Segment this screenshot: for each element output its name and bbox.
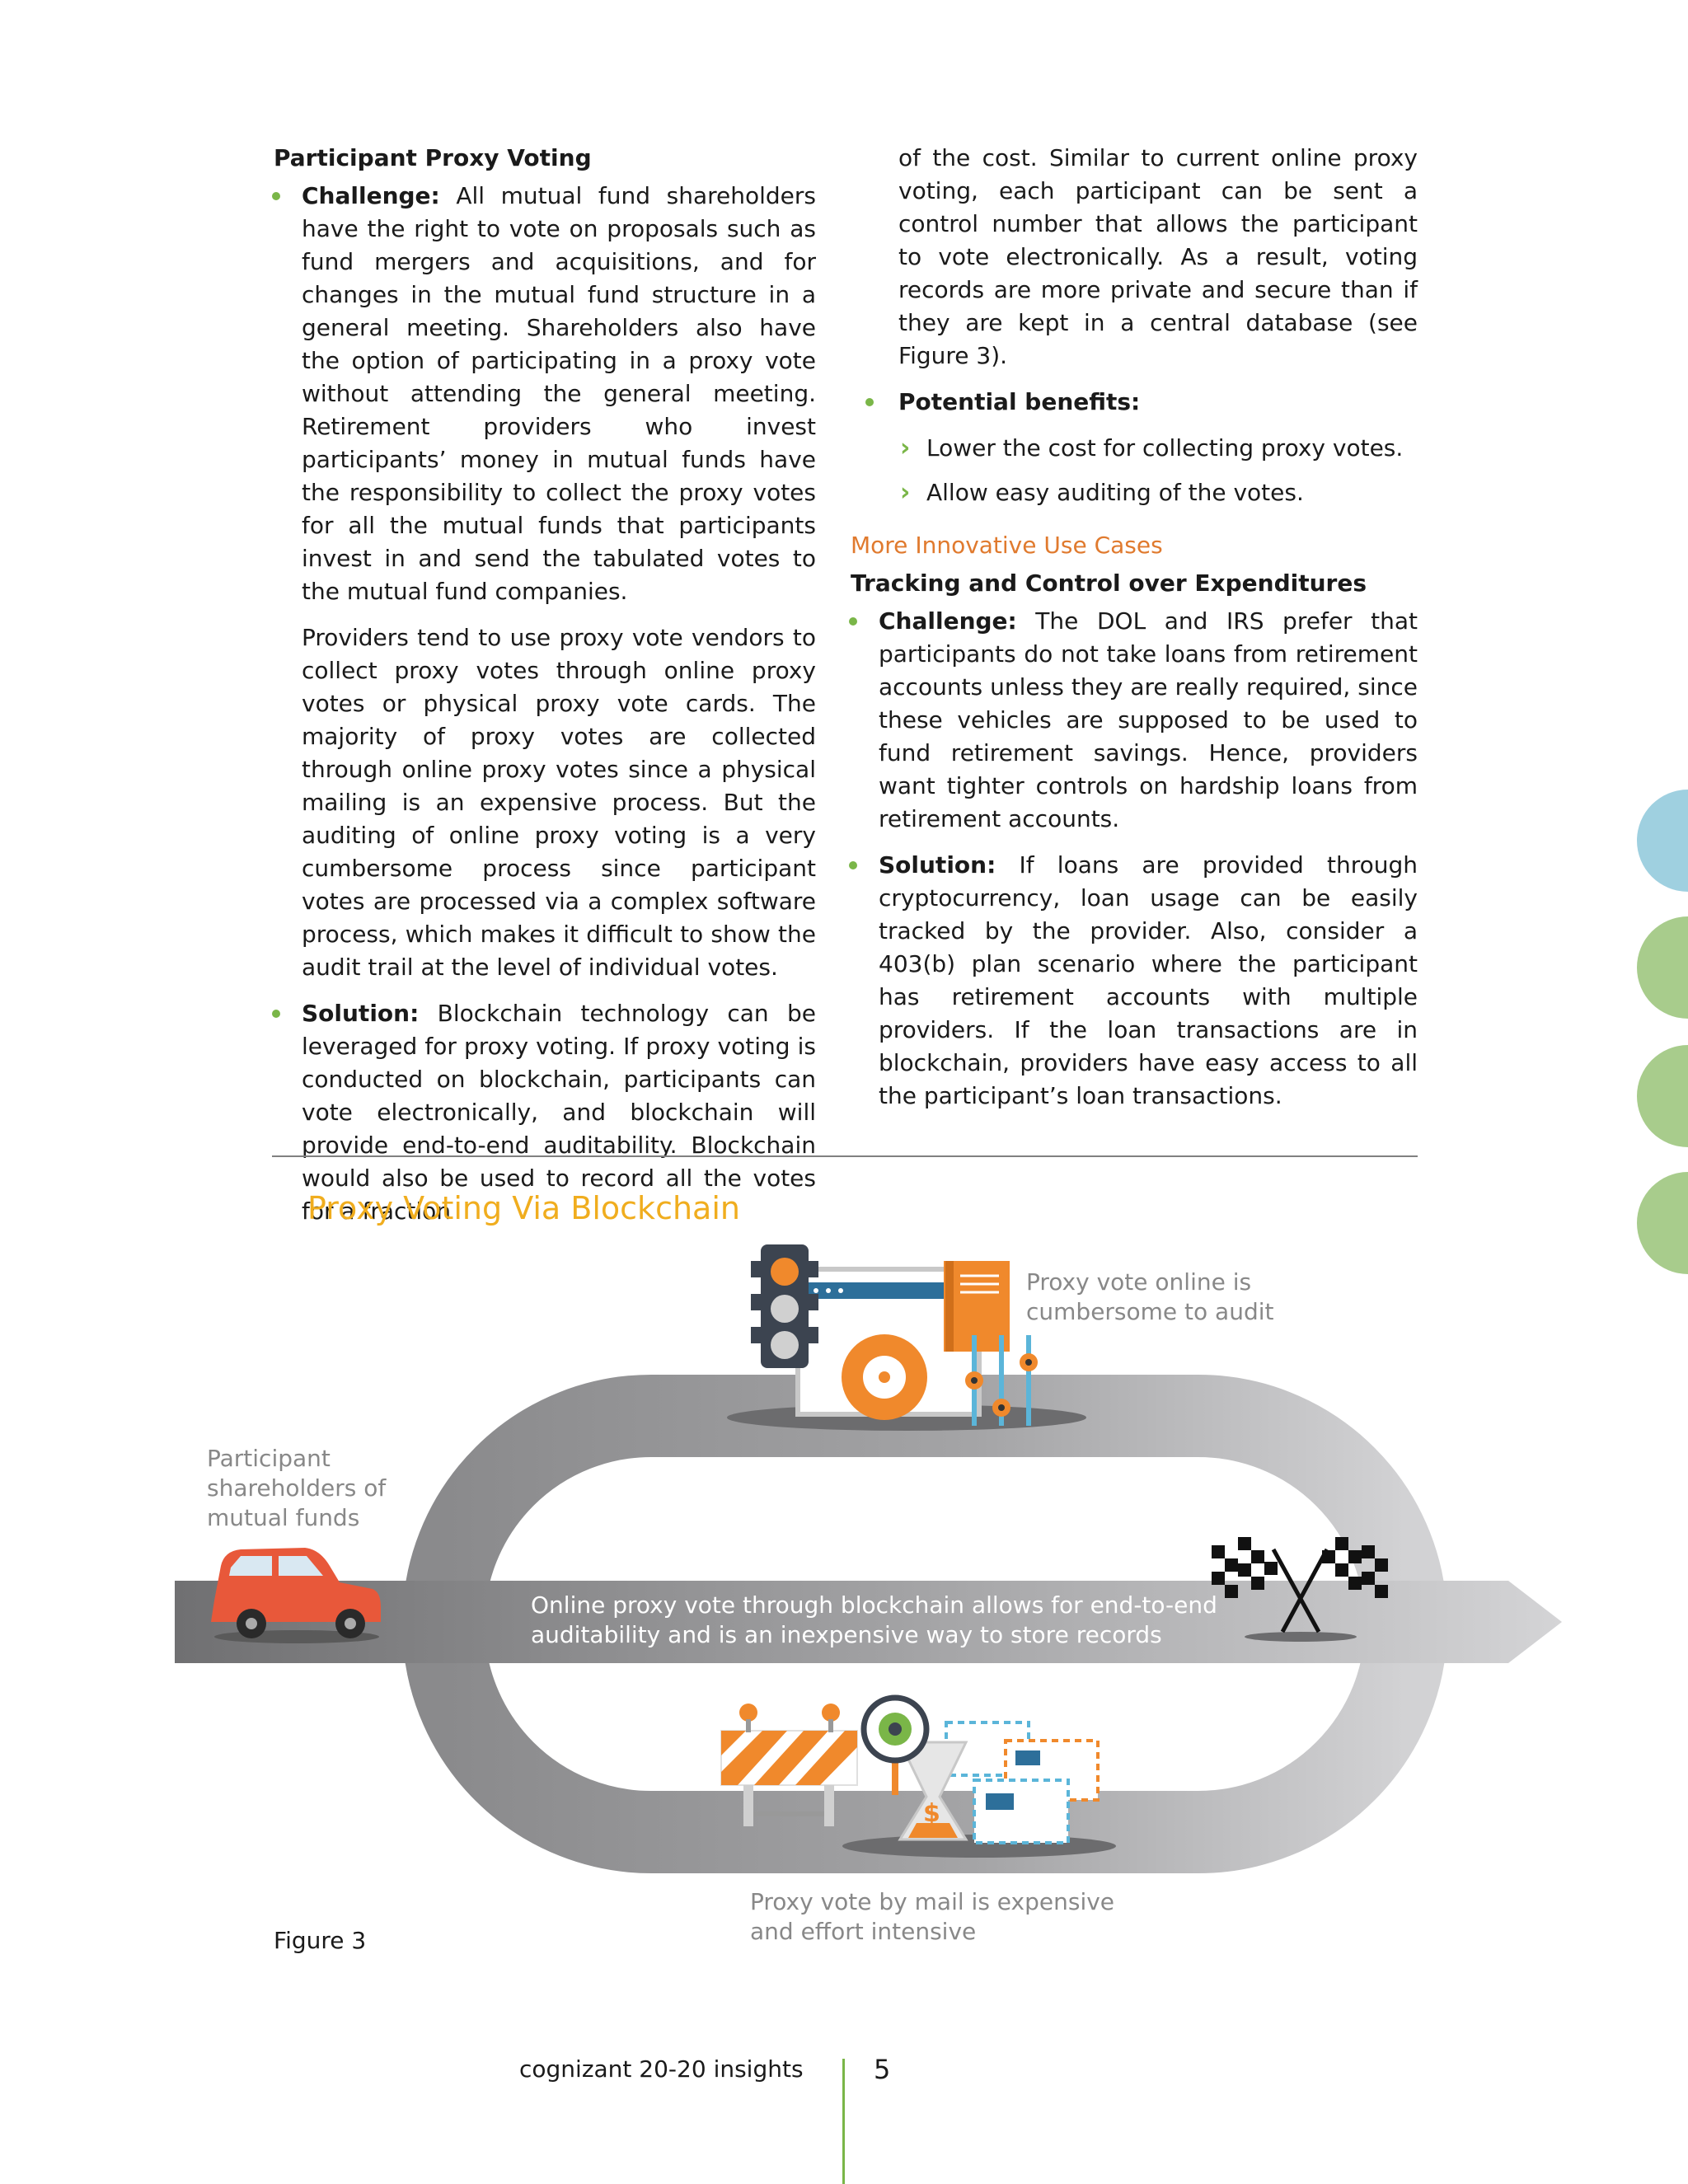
challenge-label: Challenge:: [879, 607, 1017, 635]
chevron-right-icon: ›: [900, 478, 911, 507]
challenge-bullet-2: Challenge: The DOL and IRS prefer that p…: [849, 605, 1418, 836]
right-column: of the cost. Similar to current online p…: [849, 142, 1418, 1126]
label-line: auditability and is an inexpensive way t…: [531, 1621, 1162, 1648]
mail-proxy-label: Proxy vote by mail is expensive and effo…: [750, 1887, 1114, 1947]
label-line: mutual funds: [207, 1504, 360, 1531]
online-proxy-label: Proxy vote online is cumbersome to audit: [1026, 1268, 1274, 1327]
slider-icon: [965, 1335, 1038, 1426]
providers-text: Providers tend to use proxy vote vendors…: [302, 624, 816, 981]
traffic-light-icon: [751, 1244, 818, 1368]
road-barrier-icon: [720, 1704, 858, 1826]
label-line: Proxy vote online is: [1026, 1268, 1252, 1296]
section-divider: [272, 1155, 1418, 1157]
solution-bullet-2: Solution: If loans are provided through …: [849, 849, 1418, 1113]
challenge-bullet: Challenge: All mutual fund shareholders …: [272, 180, 816, 608]
figure-caption: Figure 3: [274, 1927, 367, 1954]
solution-label: Solution:: [879, 851, 996, 879]
benefit-text: Lower the cost for collecting proxy vote…: [926, 434, 1404, 462]
straight-road-arrow: [175, 1581, 1562, 1663]
label-line: Proxy vote by mail is expensive: [750, 1888, 1115, 1915]
continuation-paragraph: of the cost. Similar to current online p…: [849, 142, 1418, 373]
tracking-heading: Tracking and Control over Expenditures: [851, 569, 1367, 597]
solution-text: Blockchain technology can be leveraged f…: [302, 1000, 816, 1225]
svg-text:$: $: [923, 1799, 940, 1828]
benefits-bullet: Potential benefits:: [849, 386, 1418, 419]
participant-label: Participant shareholders of mutual funds: [207, 1444, 386, 1533]
benefit-text: Allow easy auditing of the votes.: [926, 479, 1304, 506]
providers-paragraph: Providers tend to use proxy vote vendors…: [272, 621, 816, 984]
benefit-item: › Lower the cost for collecting proxy vo…: [849, 432, 1418, 465]
blockchain-road-label: Online proxy vote through blockchain all…: [531, 1591, 1256, 1650]
page-number: 5: [874, 2054, 891, 2085]
gear-icon: [842, 1334, 927, 1420]
label-line: Online proxy vote through blockchain all…: [531, 1591, 1217, 1619]
solution-label: Solution:: [302, 1000, 420, 1027]
bullet-dot: [849, 861, 857, 869]
mail-proxy-illustration: $: [720, 1694, 1116, 1858]
label-line: Participant: [207, 1445, 331, 1472]
label-line: and effort intensive: [750, 1918, 977, 1945]
footer-brand: cognizant 20-20 insights: [519, 2055, 804, 2083]
car-icon: [211, 1548, 381, 1643]
hourglass-icon: $: [898, 1741, 968, 1841]
challenge-text: All mutual fund shareholders have the ri…: [302, 182, 816, 605]
section-heading-proxy-voting: Participant Proxy Voting: [274, 144, 592, 171]
left-column: Participant Proxy Voting Challenge: All …: [272, 142, 816, 1241]
solution-text: If loans are provided through cryptocurr…: [879, 851, 1418, 1109]
benefit-item: › Allow easy auditing of the votes.: [849, 476, 1418, 509]
bullet-dot: [272, 192, 280, 200]
label-line: shareholders of: [207, 1474, 387, 1502]
bullet-dot: [849, 617, 857, 626]
label-line: cumbersome to audit: [1026, 1298, 1274, 1325]
solution-bullet: Solution: Blockchain technology can be l…: [272, 997, 816, 1228]
more-use-cases-heading: More Innovative Use Cases: [851, 532, 1163, 559]
challenge-label: Challenge:: [302, 182, 440, 209]
bullet-dot: [865, 398, 874, 406]
benefits-label: Potential benefits:: [898, 388, 1141, 415]
checkered-flags-icon: [1212, 1537, 1388, 1642]
magnifier-icon: [860, 1694, 930, 1795]
bullet-dot: [272, 1010, 280, 1018]
chevron-right-icon: ›: [900, 434, 911, 462]
figure-title: Proxy Voting Via Blockchain: [307, 1190, 740, 1226]
challenge-text: The DOL and IRS prefer that participants…: [879, 607, 1418, 832]
footer-divider: [842, 2059, 845, 2184]
online-proxy-illustration: [727, 1244, 1086, 1431]
continuation-text: of the cost. Similar to current online p…: [898, 144, 1418, 369]
